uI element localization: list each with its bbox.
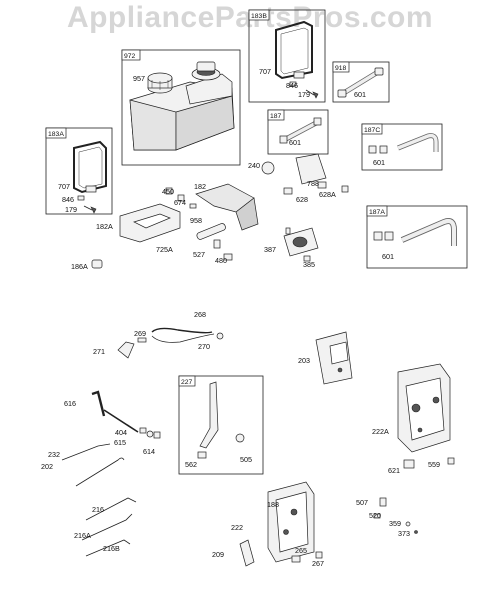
part-label: 268 bbox=[194, 310, 206, 319]
tank-bracket-drawing bbox=[119, 183, 259, 243]
part-label: 601 bbox=[354, 90, 366, 99]
part-label: 958 bbox=[190, 216, 202, 225]
part-label: 614 bbox=[143, 447, 155, 456]
svg-text:972: 972 bbox=[124, 53, 136, 60]
part-label: 628A bbox=[319, 190, 336, 199]
part-label: 216B bbox=[103, 544, 120, 553]
group-box-187C: 187C bbox=[361, 123, 443, 171]
fuel-pump-drawing bbox=[283, 227, 319, 262]
part-label: 216A bbox=[74, 531, 91, 540]
part-label: 232 bbox=[48, 450, 60, 459]
svg-text:187C: 187C bbox=[364, 127, 380, 134]
part-label: 601 bbox=[289, 138, 301, 147]
part-label: 846 bbox=[62, 195, 74, 204]
part-label: 628 bbox=[296, 195, 308, 204]
small-hardware-drawing bbox=[91, 187, 233, 269]
part-label: 188 bbox=[267, 500, 279, 509]
tank-strap-183A-drawing bbox=[73, 140, 107, 214]
fuel-cap-drawing bbox=[147, 72, 173, 94]
part-label: 202 bbox=[41, 462, 53, 471]
part-label: 404 bbox=[115, 428, 127, 437]
part-label: 216 bbox=[92, 505, 104, 514]
part-label: 674 bbox=[174, 198, 186, 207]
group-box-187A: 187A bbox=[366, 205, 468, 269]
svg-text:918: 918 bbox=[335, 65, 347, 72]
svg-text:183A: 183A bbox=[48, 131, 64, 138]
part-label: 269 bbox=[134, 329, 146, 338]
linkage-rods-drawing bbox=[81, 497, 137, 557]
governor-rods-drawing bbox=[61, 443, 125, 487]
svg-text:227: 227 bbox=[181, 379, 193, 386]
part-label: 222A bbox=[372, 427, 389, 436]
part-label: 788 bbox=[307, 179, 319, 188]
control-lever-227-drawing bbox=[197, 381, 245, 459]
part-label: 179 bbox=[65, 205, 77, 214]
part-label: 182 bbox=[194, 182, 206, 191]
group-box-227: 227 bbox=[178, 375, 264, 475]
group-box-187: 187 bbox=[267, 109, 329, 155]
part-label: 480 bbox=[215, 256, 227, 265]
part-label: 957 bbox=[133, 74, 145, 83]
part-label: 265 bbox=[295, 546, 307, 555]
part-label: 846 bbox=[286, 81, 298, 90]
fuel-line-187-drawing bbox=[279, 117, 322, 144]
part-label: 186A bbox=[71, 262, 88, 271]
part-label: 203 bbox=[298, 356, 310, 365]
part-label: 562 bbox=[185, 460, 197, 469]
fuel-line-187A-drawing bbox=[373, 218, 457, 246]
part-label: 725A bbox=[156, 245, 173, 254]
part-label: 182A bbox=[96, 222, 113, 231]
part-label: 359 bbox=[389, 519, 401, 528]
part-label: 559 bbox=[428, 460, 440, 469]
tank-strap-183B-drawing bbox=[275, 20, 319, 99]
small-parts-lower-right-drawing bbox=[373, 497, 418, 534]
part-label: 616 bbox=[64, 399, 76, 408]
fuel-tank-drawing bbox=[129, 61, 235, 151]
part-label: 621 bbox=[388, 466, 400, 475]
part-label: 387 bbox=[264, 245, 276, 254]
svg-text:183B: 183B bbox=[251, 13, 267, 20]
throttle-cable-drawing bbox=[117, 327, 224, 359]
svg-text:187: 187 bbox=[270, 113, 282, 120]
control-bracket-222A-drawing bbox=[397, 363, 455, 469]
part-label: 270 bbox=[198, 342, 210, 351]
part-label: 271 bbox=[93, 347, 105, 356]
svg-text:187A: 187A bbox=[369, 209, 385, 216]
part-label: 505 bbox=[240, 455, 252, 464]
part-label: 222 bbox=[231, 523, 243, 532]
fuel-line-187C-drawing bbox=[368, 133, 439, 154]
part-label: 373 bbox=[398, 529, 410, 538]
control-plate-203-drawing bbox=[315, 331, 353, 385]
part-label: 240 bbox=[248, 161, 260, 170]
part-label: 267 bbox=[312, 559, 324, 568]
group-box-918: 918 bbox=[332, 61, 390, 103]
part-label: 209 bbox=[212, 550, 224, 559]
part-label: 707 bbox=[259, 67, 271, 76]
fuel-filter-drawing bbox=[196, 223, 226, 249]
part-label: 520 bbox=[369, 511, 381, 520]
part-label: 601 bbox=[382, 252, 394, 261]
part-label: 527 bbox=[193, 250, 205, 259]
governor-arm-616-drawing bbox=[91, 390, 161, 439]
part-label: 179 bbox=[298, 90, 310, 99]
part-label: 385 bbox=[303, 260, 315, 269]
group-box-183A: 183A bbox=[45, 127, 113, 215]
part-label: 615 bbox=[114, 438, 126, 447]
part-label: 707 bbox=[58, 182, 70, 191]
fuel-shutoff-drawing bbox=[261, 153, 349, 195]
control-assembly-drawing bbox=[239, 481, 323, 567]
group-box-183B: 183B bbox=[248, 9, 326, 103]
part-label: 450 bbox=[162, 187, 174, 196]
group-box-972: 972 bbox=[121, 49, 241, 166]
part-label: 507 bbox=[356, 498, 368, 507]
part-label: 601 bbox=[373, 158, 385, 167]
fuel-line-918-drawing bbox=[337, 67, 384, 98]
